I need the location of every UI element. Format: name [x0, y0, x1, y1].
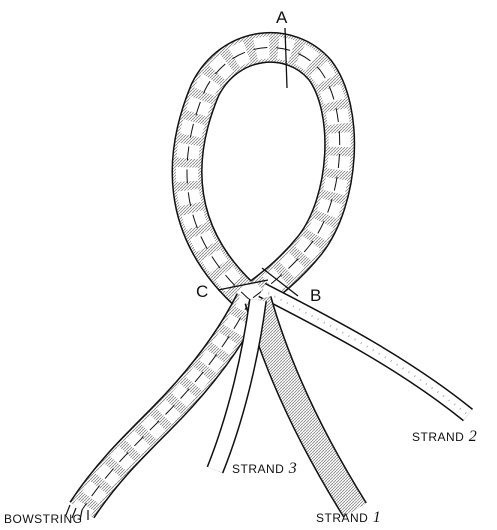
strand-3-label: STRAND 3	[232, 460, 297, 478]
strand-2-word: STRAND	[412, 430, 464, 444]
label-c: C	[196, 282, 208, 302]
strand-3-number: 3	[289, 460, 297, 477]
strand-2-number: 2	[469, 428, 477, 445]
strand-1-word: STRAND	[316, 511, 368, 525]
bowstring-label: BOWSTRING	[4, 512, 83, 526]
strand-3-word: STRAND	[232, 462, 284, 476]
strand-1-label: STRAND 1	[316, 509, 381, 527]
label-b: B	[310, 286, 321, 306]
label-a: A	[276, 8, 287, 28]
rope-loop	[187, 47, 340, 300]
strand-1-number: 1	[373, 509, 381, 526]
bowstring-rope	[66, 300, 250, 520]
strand-2-label: STRAND 2	[412, 428, 477, 446]
